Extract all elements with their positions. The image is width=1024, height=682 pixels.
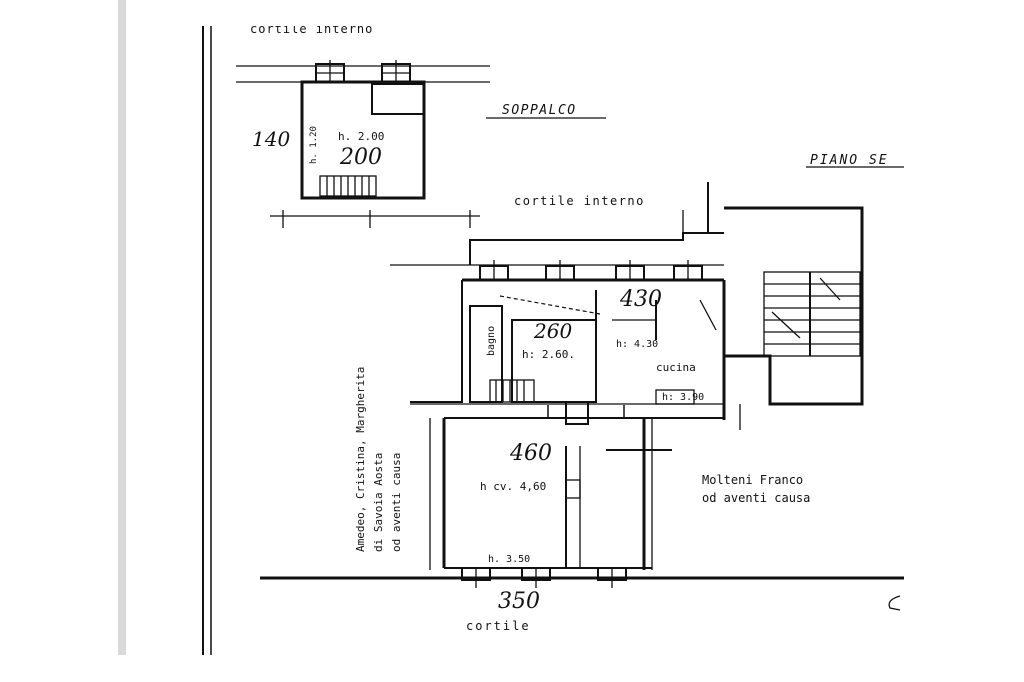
column-block <box>565 401 589 425</box>
label-bagno: bagno <box>486 326 497 356</box>
floor-plan-drawing: cortile interno SOPPALCO PIANO SE cortil… <box>202 26 904 655</box>
main-window-4 <box>673 260 703 281</box>
main-upper-wall <box>469 232 724 265</box>
main-window-1 <box>479 260 509 281</box>
lower-pillar <box>565 479 581 499</box>
label-h350: h. 3.50 <box>488 554 530 565</box>
label-amedeo-2: di Savoia Aosta <box>372 453 385 552</box>
label-h390: h: 3.90 <box>662 392 704 403</box>
label-amedeo-3: od aventi causa <box>390 453 403 552</box>
soppalco-room-outline <box>300 80 426 200</box>
bagno-stair <box>489 379 535 403</box>
bottom-window-3 <box>597 567 627 588</box>
kitchen-counter <box>655 389 695 405</box>
label-hand-140: 140 <box>252 127 290 151</box>
bagno-room <box>469 305 503 403</box>
document-margin-strip <box>118 0 126 655</box>
dashed-door-top <box>499 295 601 315</box>
curve-mark <box>888 595 901 611</box>
label-hand-430: 430 <box>619 287 662 312</box>
floor-plan-document: cortile interno SOPPALCO PIANO SE cortil… <box>126 26 904 655</box>
label-hcv460: h cv. 4,60 <box>480 480 546 493</box>
soppalco-window-1 <box>315 60 345 83</box>
main-window-2 <box>545 260 575 281</box>
label-amedeo-1: Amedeo, Cristina, Margherita <box>354 367 367 552</box>
label-soppalco-height-side: h. 1.20 <box>309 126 319 164</box>
label-hand-460: 460 <box>509 441 552 466</box>
label-piano-se: PIANO SE <box>810 153 889 168</box>
soppalco-window-2 <box>381 60 411 83</box>
label-cortile: cortile <box>466 619 531 633</box>
label-hand-200: 200 <box>339 145 382 170</box>
label-hand-260: 260 <box>533 319 572 343</box>
label-cortile-interno: cortile interno <box>514 194 645 208</box>
label-room-260: h: 2.60. <box>522 348 575 361</box>
label-molteni-2: od aventi causa <box>702 491 810 505</box>
label-cortile-interno-top: cortile interno <box>250 26 373 36</box>
bottom-window-1 <box>461 567 491 588</box>
staircase <box>763 271 861 357</box>
label-soppalco-height: h. 2.00 <box>338 130 384 143</box>
label-h430: h: 4.30 <box>616 339 658 350</box>
label-hand-350: 350 <box>498 589 540 614</box>
main-window-3 <box>615 260 645 281</box>
soppalco-stair <box>319 175 377 197</box>
kitchen-window-line <box>699 299 717 331</box>
soppalco-inner-box <box>371 83 425 115</box>
label-cucina: cucina <box>656 361 696 374</box>
bottom-window-2 <box>521 567 551 588</box>
label-molteni-1: Molteni Franco <box>702 473 803 487</box>
main-outer-wall <box>410 280 463 403</box>
label-soppalco: SOPPALCO <box>502 103 577 118</box>
stairwell-outline <box>724 206 864 406</box>
